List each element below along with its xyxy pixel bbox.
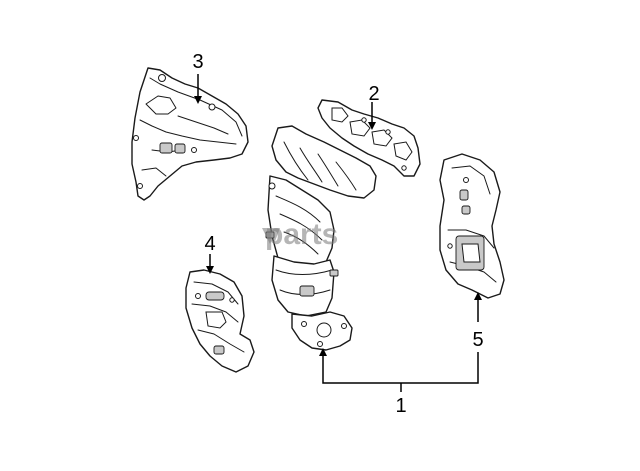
side-heat-shield xyxy=(439,153,505,299)
callout-4-arrowhead xyxy=(206,266,214,274)
callout-1-bracket xyxy=(322,352,479,384)
exhaust-manifold-gasket xyxy=(317,99,421,177)
callout-5-label: 5 xyxy=(472,329,483,351)
callout-3-label: 3 xyxy=(192,51,203,73)
upper-heat-shield xyxy=(131,67,249,201)
exhaust-manifold-catalytic-converter xyxy=(265,125,377,351)
callout-3-arrowhead xyxy=(194,96,202,104)
watermark-logo: parts xyxy=(262,218,338,251)
watermark-mark xyxy=(262,228,280,244)
callout-1-arrowhead xyxy=(319,348,327,356)
lower-heat-shield xyxy=(185,269,255,373)
watermark-text: parts xyxy=(265,218,338,251)
callout-4-label: 4 xyxy=(204,233,215,255)
callout-2-label: 2 xyxy=(368,83,379,105)
callout-2-arrowhead xyxy=(368,122,376,130)
callout-1-label: 1 xyxy=(395,395,406,417)
callout-5-arrowhead xyxy=(474,292,482,300)
